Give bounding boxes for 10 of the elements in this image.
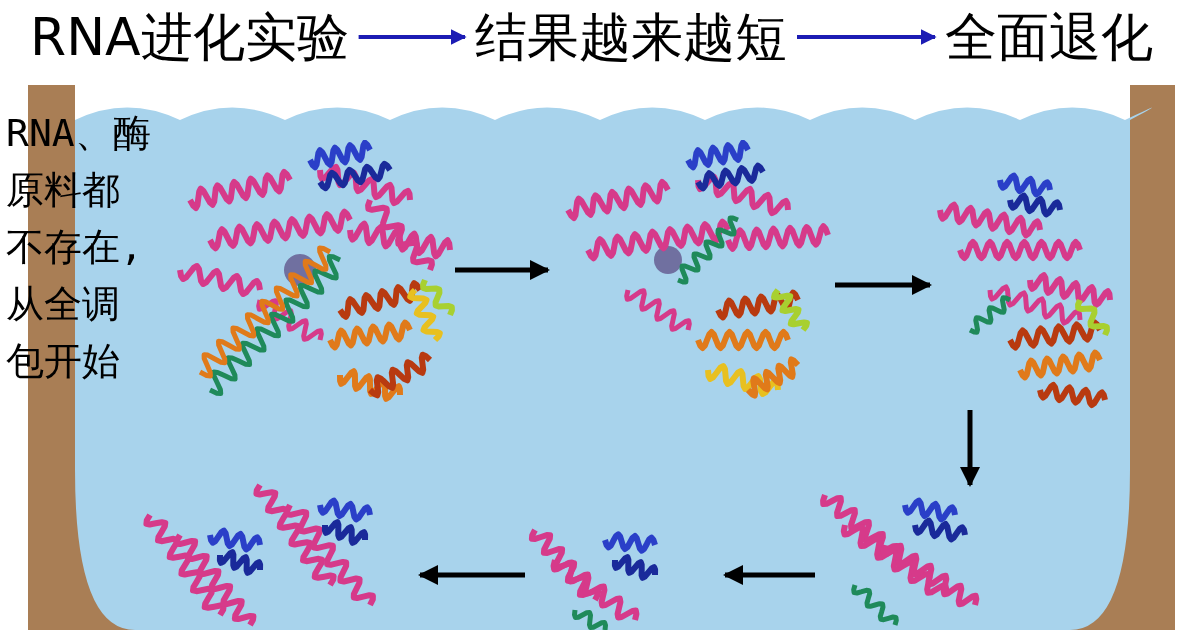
arrow bbox=[418, 565, 525, 585]
arrow bbox=[358, 29, 467, 45]
heading-text: 结果越来越短 bbox=[475, 7, 787, 67]
arrow bbox=[835, 275, 932, 295]
arrow bbox=[723, 565, 815, 585]
arrow bbox=[455, 260, 550, 280]
heading-text: 全面退化 bbox=[945, 7, 1153, 67]
arrow bbox=[797, 29, 937, 45]
arrow bbox=[960, 410, 980, 487]
heading-text: RNA进化实验 bbox=[30, 7, 349, 67]
